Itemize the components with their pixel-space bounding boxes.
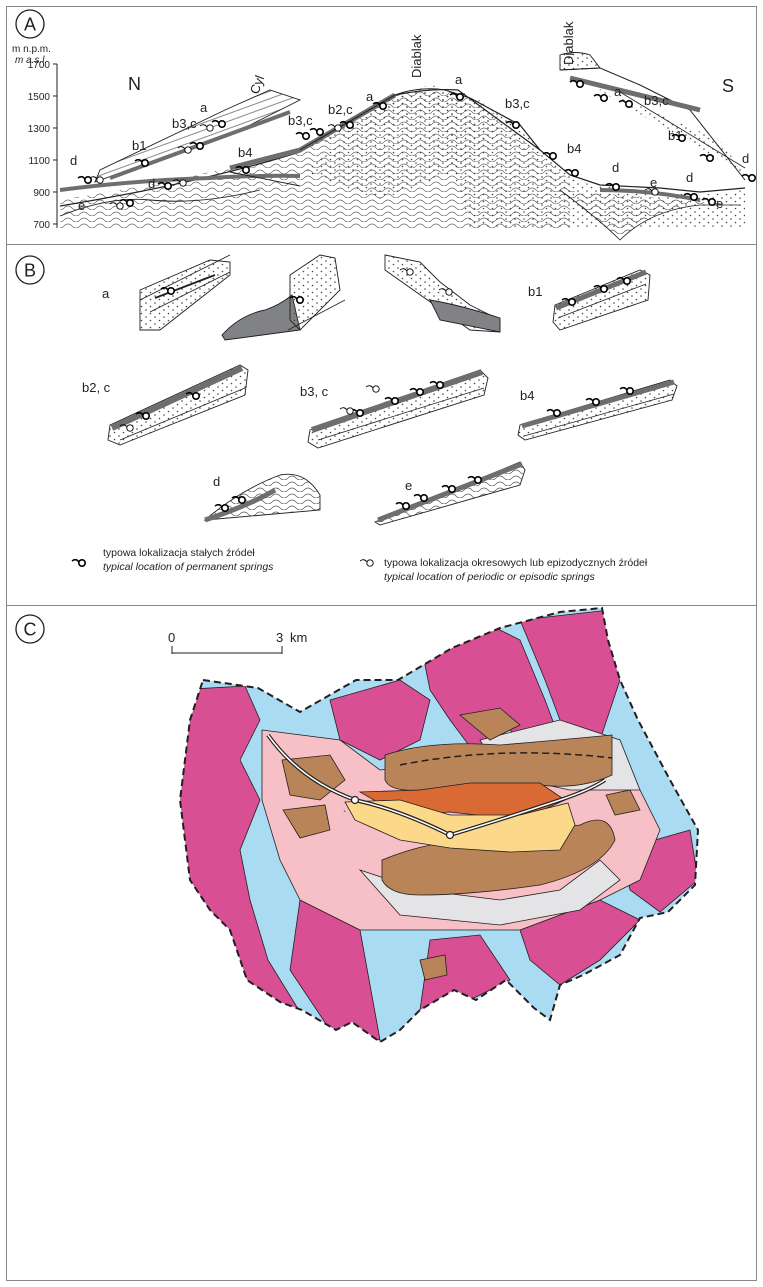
spring-label-b3c: b3,c bbox=[644, 93, 669, 108]
spring-label-d: d bbox=[70, 153, 77, 168]
spring-label-b1: b1 bbox=[132, 138, 146, 153]
summit-marker bbox=[447, 832, 454, 839]
spring-label-b2c: b2,c bbox=[328, 102, 353, 117]
elevation-tick: 900 bbox=[33, 188, 50, 199]
spring-label-e: e bbox=[78, 198, 85, 213]
scale-bar: 0 3 km bbox=[168, 630, 307, 654]
panel-a-letter: A bbox=[24, 15, 36, 35]
massif-map: ` bbox=[170, 600, 710, 1050]
panel-b-spring-types: B a b1 bbox=[16, 255, 677, 583]
spring-label-d: d bbox=[612, 160, 619, 175]
elevation-tick: 1300 bbox=[28, 124, 51, 135]
panel-b-letter: B bbox=[24, 261, 36, 281]
scale-unit: km bbox=[290, 630, 307, 645]
panel-c-letter: C bbox=[24, 620, 37, 640]
panel-a-cross-section: A m n.p.m. m a.s.l. 1700 1500 1300 1100 … bbox=[12, 10, 755, 240]
spring-type-label-b3c: b3, c bbox=[300, 384, 329, 399]
summit-1517-label: ` bbox=[343, 809, 346, 821]
spring-label-a: a bbox=[614, 84, 622, 99]
spring-label-d: d bbox=[686, 170, 693, 185]
north-label: N bbox=[128, 74, 141, 94]
spring-type-label-b2c: b2, c bbox=[82, 380, 111, 395]
panel-c-map: C 0 3 km bbox=[16, 600, 710, 1050]
spring-label-b3c: b3,c bbox=[505, 96, 530, 111]
legend-permanent-pl: typowa lokalizacja stałych źródeł bbox=[103, 547, 255, 559]
scale-start: 0 bbox=[168, 630, 175, 645]
spring-label-b3c: b3,c bbox=[172, 116, 197, 131]
spring-label-a: a bbox=[200, 100, 208, 115]
spring-label-b4: b4 bbox=[567, 141, 581, 156]
elevation-tick: 1700 bbox=[28, 60, 51, 71]
spring-label-d: d bbox=[148, 176, 155, 191]
peak-diablak-right-label: Diablak bbox=[561, 21, 576, 65]
south-label: S bbox=[722, 76, 734, 96]
summit-marker bbox=[352, 797, 359, 804]
elevation-axis: 1700 1500 1300 1100 900 700 bbox=[28, 60, 57, 231]
periodic-spring-symbol bbox=[360, 560, 373, 566]
type-b4-sketch: b4 bbox=[518, 380, 677, 440]
elevation-tick: 1500 bbox=[28, 92, 51, 103]
elevation-axis-title-pl: m n.p.m. bbox=[12, 44, 51, 55]
type-a-sketches: a bbox=[102, 255, 500, 340]
spring-label-d: d bbox=[742, 151, 749, 166]
legend-periodic-en: typical location of periodic or episodic… bbox=[384, 571, 595, 583]
permanent-spring-symbol bbox=[72, 560, 85, 566]
south-section bbox=[430, 53, 745, 241]
legend-permanent-en: typical location of permanent springs bbox=[103, 561, 274, 573]
spring-label-a: a bbox=[455, 72, 463, 87]
type-b2c-sketch: b2, c bbox=[82, 365, 248, 445]
elevation-tick: 700 bbox=[33, 220, 50, 231]
type-b3c-sketch: b3, c bbox=[300, 370, 488, 448]
spring-label-e: e bbox=[650, 175, 657, 190]
spring-type-label-d: d bbox=[213, 474, 220, 489]
spring-type-label-b4: b4 bbox=[520, 388, 534, 403]
peak-diablak-label: Diablak bbox=[409, 34, 424, 78]
spring-label-b3c: b3,c bbox=[288, 113, 313, 128]
scale-end: 3 bbox=[276, 630, 283, 645]
spring-label-a: a bbox=[366, 89, 374, 104]
elevation-tick: 1100 bbox=[28, 156, 50, 167]
type-b1-sketch: b1 bbox=[528, 270, 650, 330]
spring-label-e: e bbox=[716, 196, 723, 211]
spring-type-label-e: e bbox=[405, 478, 412, 493]
spring-type-label-a: a bbox=[102, 286, 110, 301]
type-d-sketch: d bbox=[205, 474, 320, 520]
panel-b-legend: typowa lokalizacja stałych źródeł typica… bbox=[72, 547, 648, 583]
legend-periodic-pl: typowa lokalizacja okresowych lub epizod… bbox=[384, 557, 648, 569]
spring-label-b4: b4 bbox=[238, 145, 252, 160]
spring-type-label-b1: b1 bbox=[528, 284, 542, 299]
type-e-sketch: e bbox=[375, 462, 525, 525]
